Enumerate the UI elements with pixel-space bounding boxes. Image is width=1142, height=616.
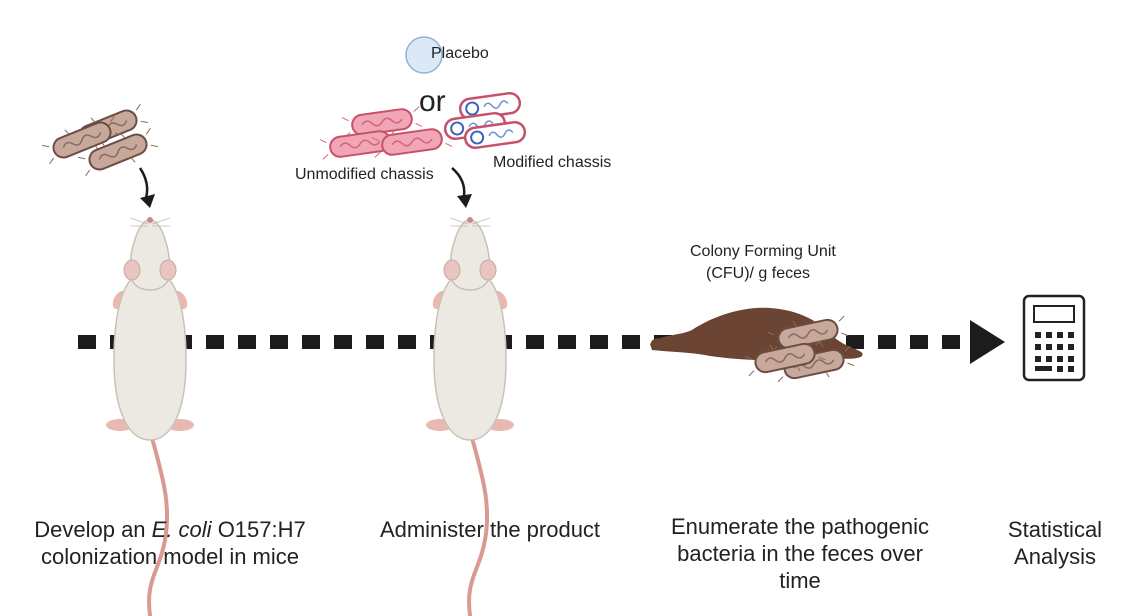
- caption-line: time: [779, 568, 821, 593]
- caption-line: bacteria in the feces over: [677, 541, 923, 566]
- placebo-label: Placebo: [431, 45, 489, 62]
- caption-line: Administer the product: [379, 517, 601, 542]
- or-label: or: [419, 85, 446, 118]
- mouse-icon: [424, 215, 516, 616]
- caption-line: colonization model in mice: [40, 544, 300, 569]
- caption-line: Develop an E. coli O157:H7: [34, 517, 306, 542]
- modified-chassis-label: Modified chassis: [493, 154, 612, 171]
- calculator-icon: [1022, 294, 1086, 382]
- cfu-label-line1: Colony Forming Unit: [690, 243, 836, 260]
- caption-line: Analysis: [1014, 544, 1096, 569]
- placebo-droplet-icon: [405, 36, 443, 74]
- caption-line: Enumerate the pathogenic: [670, 514, 930, 539]
- cfu-label-line2: (CFU)/ g feces: [706, 265, 811, 282]
- unmodified-chassis-label: Unmodified chassis: [295, 166, 434, 183]
- caption-line: Statistical: [1007, 517, 1103, 542]
- step-caption-statistical-analysis: Statistical Analysis: [980, 516, 1130, 570]
- curved-arrow-icon: [138, 167, 149, 199]
- curved-arrow-icon: [451, 167, 466, 197]
- step-caption-enumerate: Enumerate the pathogenic bacteria in the…: [650, 513, 950, 594]
- step-caption-administer: Administer the product: [350, 516, 630, 543]
- modified-chassis-bacteria-icon: [442, 90, 528, 151]
- arrow-icon: [970, 320, 1005, 364]
- step-caption-develop-model: Develop an E. coli O157:H7 colonization …: [15, 516, 325, 570]
